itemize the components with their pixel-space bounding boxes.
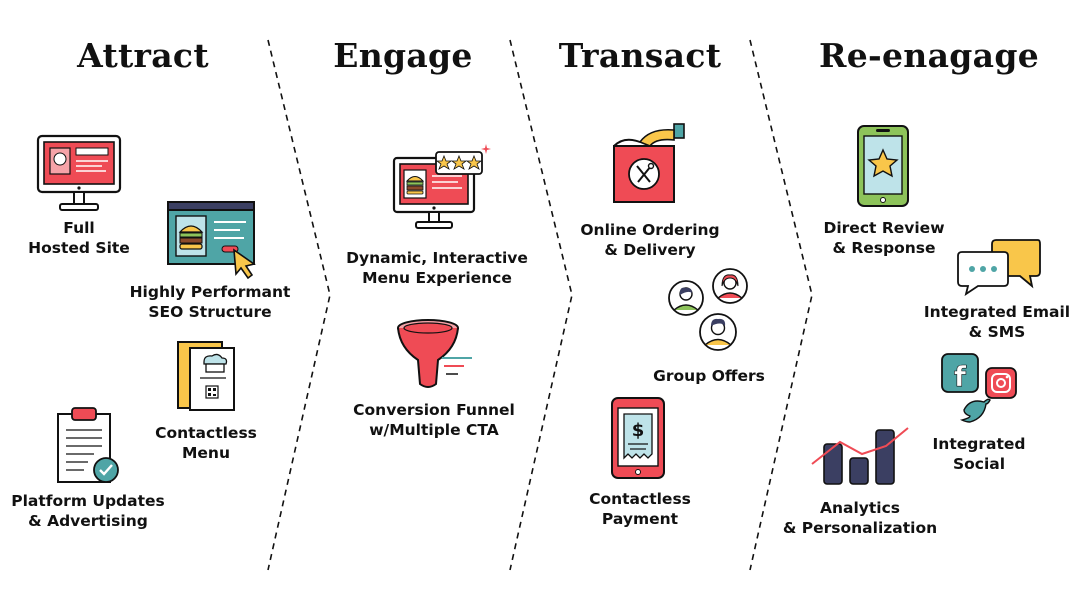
phone-star-icon — [857, 125, 909, 207]
svg-text:f: f — [954, 360, 967, 393]
svg-text:$: $ — [632, 420, 645, 441]
stage-title-engage: Engage — [333, 36, 473, 75]
label-email-sms: Integrated Email& SMS — [923, 303, 1071, 341]
bar-chart-icon — [811, 427, 909, 485]
chat-bubbles-icon — [957, 239, 1041, 296]
funnel-icon — [397, 319, 472, 388]
qr-menu-card-icon — [177, 341, 235, 411]
takeout-bag-icon — [613, 123, 685, 203]
divider-3 — [749, 39, 813, 571]
label-analytics: Analytics& Personalization — [782, 499, 938, 537]
label-direct-review: Direct Review& Response — [823, 219, 945, 257]
stage-title-attract: Attract — [77, 36, 209, 75]
people-group-icon — [668, 268, 748, 351]
stage-title-transact: Transact — [558, 36, 722, 75]
clipboard-check-icon — [57, 407, 119, 483]
label-group-offers: Group Offers — [653, 367, 765, 385]
monitor-rating-stars-icon — [392, 144, 491, 229]
social-media-icons: f — [941, 353, 1017, 423]
stage-title-reengage: Re-enagage — [819, 36, 1040, 75]
burger-webpage-cursor-icon — [167, 201, 256, 280]
label-platform-updates: Platform Updates& Advertising — [11, 492, 165, 530]
label-online-ordering: Online Ordering& Delivery — [580, 221, 720, 259]
monitor-website-icon — [36, 134, 122, 211]
divider-2 — [509, 39, 573, 571]
phone-receipt-icon: $ — [611, 397, 665, 479]
